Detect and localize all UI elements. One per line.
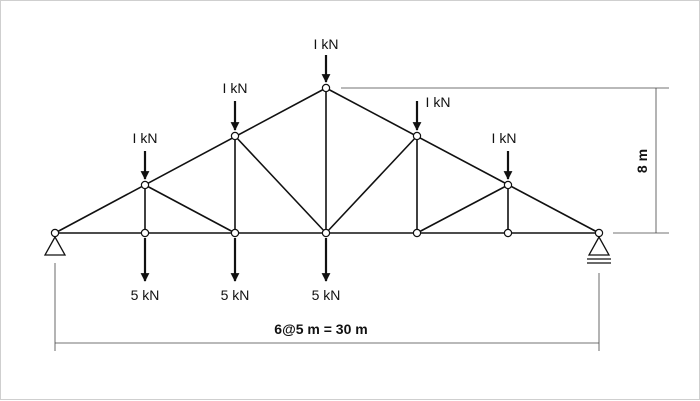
bottom-load-label: 5 kN (221, 287, 250, 303)
joint (50, 228, 60, 238)
diagonal-member-3 (325, 135, 418, 234)
joint (594, 228, 604, 238)
bottom-load-arrows (140, 238, 331, 282)
joint (140, 180, 150, 190)
joint (503, 180, 513, 190)
joint (230, 131, 240, 141)
span-dimension-label: 6@5 m = 30 m (274, 321, 367, 337)
bottom-load-label: 5 kN (131, 287, 160, 303)
bottom-load-label: 5 kN (312, 287, 341, 303)
height-dimension-label: 8 m (634, 149, 650, 173)
top-load-arrows (140, 55, 513, 180)
truss-joints (50, 83, 604, 238)
joint (321, 83, 331, 93)
joint (412, 131, 422, 141)
roller-support-right (587, 235, 611, 256)
joint (230, 228, 240, 238)
joint (503, 228, 513, 238)
top-load-label: I kN (223, 80, 248, 96)
joint (412, 228, 422, 238)
truss-members (54, 87, 600, 234)
top-chord-left (54, 87, 327, 234)
pin-support-left (43, 235, 67, 256)
diagonal-member-1 (144, 184, 236, 234)
top-load-label: I kN (133, 130, 158, 146)
joint (140, 228, 150, 238)
top-load-label: I kN (492, 130, 517, 146)
diagonal-member-2 (234, 135, 327, 234)
supports (43, 235, 611, 264)
top-load-label: I kN (314, 36, 339, 52)
diagonal-member-4 (416, 184, 509, 234)
joint (321, 228, 331, 238)
top-chord-right (325, 87, 600, 234)
top-load-label: I kN (426, 94, 451, 110)
dimension-lines (54, 87, 669, 351)
